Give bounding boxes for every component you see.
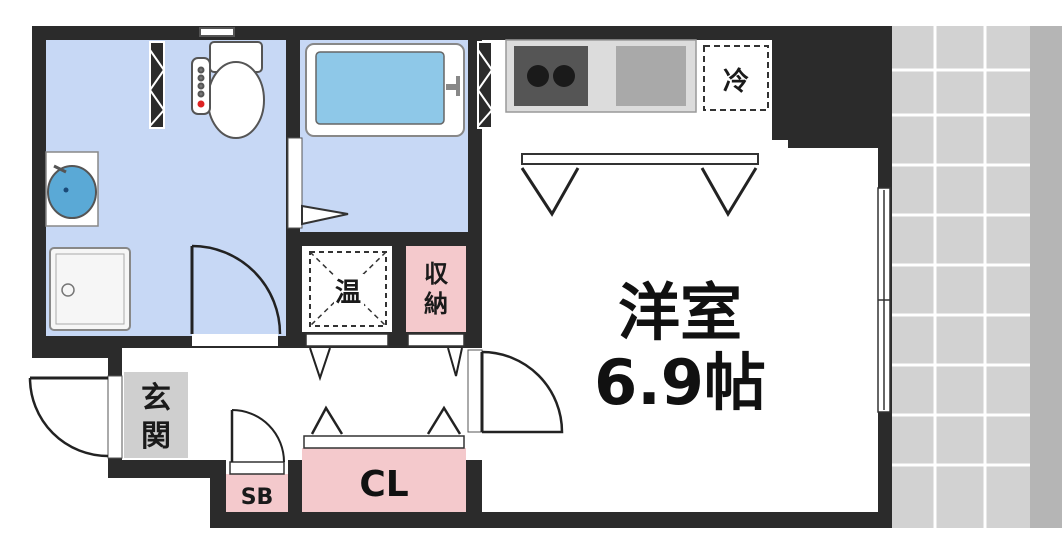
toilet (191, 27, 265, 139)
storage-closet (406, 246, 466, 332)
entrance-label-line-2: 関 (141, 419, 171, 454)
kitchen-bifold-door (520, 153, 759, 217)
water-heater: 温 (309, 251, 387, 327)
shoe-box-door: SB (229, 409, 285, 510)
water-heater-label: 温 (335, 278, 361, 308)
storage-label-line-2: 納 (424, 290, 448, 318)
window-hatch-2 (476, 41, 494, 129)
room-door (467, 349, 564, 434)
closet-cl-door: CL (303, 405, 465, 505)
front-door (28, 375, 123, 459)
kitchen-counter (505, 39, 697, 113)
balcony (888, 26, 1062, 528)
shoe-box-label: SB (241, 485, 274, 510)
closet-cl (302, 448, 466, 512)
refrigerator-label: 冷 (723, 66, 749, 97)
main-room-name: 洋室 (618, 276, 742, 349)
main-room-size: 6.9帖 (594, 346, 766, 419)
bathtub (305, 43, 465, 137)
entrance-floor (124, 372, 188, 458)
sink (45, 151, 99, 227)
washing-machine-pan (49, 247, 131, 331)
bath-door (287, 137, 349, 229)
entrance-label-line-1: 玄 (141, 381, 171, 416)
storage-label-line-1: 収 (424, 260, 449, 288)
window-hatch-1 (148, 41, 166, 129)
closet-doors-top (305, 333, 465, 382)
washroom-door (190, 244, 282, 346)
shoe-box (226, 474, 288, 512)
closet-cl-label: CL (359, 464, 408, 505)
balcony-window (877, 187, 891, 413)
refrigerator-space: 冷 (703, 45, 769, 111)
